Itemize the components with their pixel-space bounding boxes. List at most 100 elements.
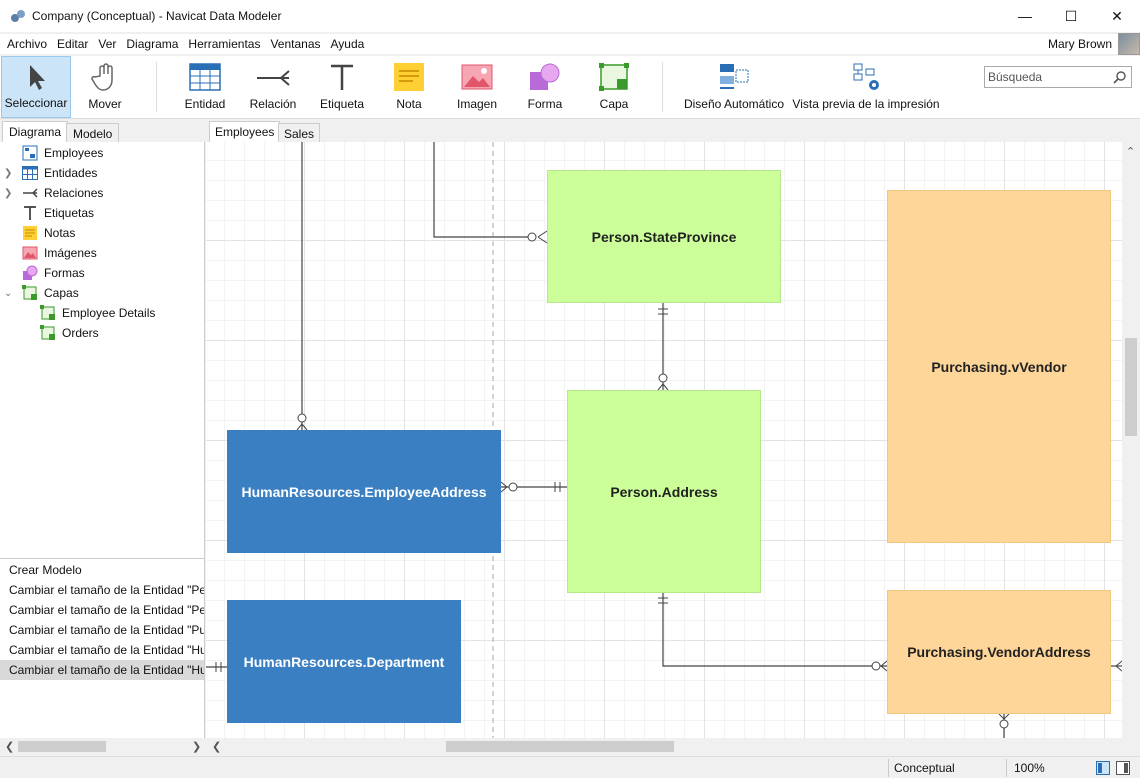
entity-person-stateprovince[interactable]: Person.StateProvince xyxy=(547,170,781,303)
toolbar-separator xyxy=(662,62,663,112)
chevron-right-icon[interactable]: ❯ xyxy=(4,187,13,199)
select-tool-button[interactable]: Seleccionar xyxy=(1,56,71,118)
menu-ventanas[interactable]: Ventanas xyxy=(270,37,321,51)
menu-diagrama[interactable]: Diagrama xyxy=(126,37,179,51)
title-bar: Company (Conceptual) - Navicat Data Mode… xyxy=(0,0,1140,32)
tab-model[interactable]: Modelo xyxy=(66,123,120,143)
picture-icon xyxy=(461,64,493,90)
history-item-selected[interactable]: Cambiar el tamaño de la Entidad "Hu xyxy=(0,660,204,680)
label-tool-button[interactable]: Etiqueta xyxy=(314,56,370,118)
tree-item-shapes[interactable]: Formas xyxy=(0,263,85,283)
user-name: Mary Brown xyxy=(1047,37,1112,51)
scroll-up-arrow-icon[interactable]: ⌃ xyxy=(1126,146,1136,158)
toolbar-separator xyxy=(156,62,157,112)
auto-layout-button[interactable]: Diseño Automático xyxy=(680,56,788,118)
layer-icon xyxy=(599,63,629,91)
text-t-icon xyxy=(331,64,353,90)
tree-item-entities[interactable]: ❯ Entidades xyxy=(0,163,97,183)
entity-tool-label: Entidad xyxy=(184,97,226,111)
auto-layout-icon xyxy=(720,64,749,89)
sticky-note-icon xyxy=(23,226,37,240)
scrollbar-thumb[interactable] xyxy=(18,741,106,752)
diagram-canvas[interactable]: Person.StateProvince Purchasing.vVendor … xyxy=(206,142,1122,738)
left-horizontal-scrollbar[interactable]: ❮ ❯ xyxy=(0,738,205,755)
entity-label: Purchasing.vVendor xyxy=(931,358,1067,375)
relation-tool-button[interactable]: Relación xyxy=(244,56,302,118)
history-item[interactable]: Cambiar el tamaño de la Entidad "Pu xyxy=(9,623,205,637)
tab-sales[interactable]: Sales xyxy=(278,123,321,143)
tab-diagram[interactable]: Diagrama xyxy=(2,121,69,143)
move-tool-button[interactable]: Mover xyxy=(72,56,138,118)
canvas-horizontal-scrollbar[interactable]: ❮ xyxy=(206,738,1122,755)
entity-tool-button[interactable]: Entidad xyxy=(178,56,232,118)
shape-tool-label: Forma xyxy=(527,97,563,111)
tree-label-relations: Relaciones xyxy=(44,186,104,200)
tree-item-employees[interactable]: Employees xyxy=(0,143,103,163)
scrollbar-thumb[interactable] xyxy=(1125,338,1137,436)
menu-bar: Archivo Editar Ver Diagrama Herramientas… xyxy=(0,34,1140,54)
search-icon[interactable] xyxy=(1113,70,1127,84)
shape-tool-button[interactable]: Forma xyxy=(522,56,568,118)
chevron-right-icon[interactable]: ❯ xyxy=(4,167,13,179)
entity-purchasing-vendoraddress[interactable]: Purchasing.VendorAddress xyxy=(887,590,1111,714)
entity-humanresources-employeeaddress[interactable]: HumanResources.EmployeeAddress xyxy=(227,430,501,553)
canvas-vertical-scrollbar[interactable]: ⌃ xyxy=(1122,142,1140,738)
menu-ayuda[interactable]: Ayuda xyxy=(330,37,365,51)
entity-purchasing-vvendor[interactable]: Purchasing.vVendor xyxy=(887,190,1111,543)
tree-label-orders: Orders xyxy=(62,326,99,340)
menu-herramientas[interactable]: Herramientas xyxy=(188,37,261,51)
chevron-down-icon[interactable]: ⌄ xyxy=(4,287,13,299)
tree-item-layers[interactable]: ⌄ Capas xyxy=(0,283,79,303)
entity-label: HumanResources.EmployeeAddress xyxy=(241,483,487,500)
print-preview-button[interactable]: Vista previa de la impresión xyxy=(792,56,940,118)
layout-view-icon[interactable] xyxy=(1096,761,1110,775)
picture-icon xyxy=(22,246,38,260)
history-item[interactable]: Cambiar el tamaño de la Entidad "Per xyxy=(9,603,205,617)
scroll-left-arrow-icon[interactable]: ❮ xyxy=(212,741,222,753)
menu-editar[interactable]: Editar xyxy=(57,37,89,51)
tree-label-employees: Employees xyxy=(44,146,104,160)
tree-label-notes: Notas xyxy=(44,226,76,240)
minimize-button[interactable]: — xyxy=(1018,8,1032,24)
note-tool-button[interactable]: Nota xyxy=(386,56,432,118)
menu-archivo[interactable]: Archivo xyxy=(7,37,48,51)
tree-item-orders[interactable]: Orders xyxy=(18,323,99,343)
menu-ver[interactable]: Ver xyxy=(98,37,117,51)
scroll-left-arrow-icon[interactable]: ❮ xyxy=(5,741,15,753)
tree-item-labels[interactable]: Etiquetas xyxy=(0,203,94,223)
search-input[interactable]: Búsqueda xyxy=(984,66,1132,88)
layer-tool-button[interactable]: Capa xyxy=(592,56,636,118)
tree-label-employee-details: Employee Details xyxy=(62,306,156,320)
history-item[interactable]: Cambiar el tamaño de la Entidad "Per xyxy=(9,583,205,597)
entity-label: Purchasing.VendorAddress xyxy=(907,644,1091,660)
tab-employees[interactable]: Employees xyxy=(209,121,281,143)
scroll-right-arrow-icon[interactable]: ❯ xyxy=(192,741,202,753)
status-separator xyxy=(1006,759,1007,777)
tree-item-images[interactable]: Imágenes xyxy=(0,243,97,263)
history-item[interactable]: Cambiar el tamaño de la Entidad "Hu xyxy=(9,643,205,657)
image-tool-button[interactable]: Imagen xyxy=(452,56,502,118)
sticky-note-icon xyxy=(394,63,424,91)
layer-icon xyxy=(40,305,55,320)
maximize-button[interactable]: ☐ xyxy=(1064,7,1078,24)
hand-icon xyxy=(91,63,113,91)
entity-person-address[interactable]: Person.Address xyxy=(567,390,761,593)
entity-label: Person.StateProvince xyxy=(591,228,737,245)
diagram-icon xyxy=(22,145,38,161)
history-item[interactable]: Crear Modelo xyxy=(9,563,82,577)
tree-item-employee-details[interactable]: Employee Details xyxy=(18,303,155,323)
close-button[interactable]: ✕ xyxy=(1111,7,1123,24)
entity-label: HumanResources.Department xyxy=(243,653,445,670)
status-separator xyxy=(888,759,889,777)
scrollbar-thumb[interactable] xyxy=(446,741,674,752)
avatar[interactable] xyxy=(1118,33,1140,55)
tree-item-relations[interactable]: ❯ Relaciones xyxy=(0,183,103,203)
user-account[interactable]: Mary Brown xyxy=(1048,32,1140,56)
split-view-icon[interactable] xyxy=(1116,761,1130,775)
print-preview-icon xyxy=(853,63,879,90)
cursor-arrow-icon xyxy=(30,65,45,90)
entity-humanresources-department[interactable]: HumanResources.Department xyxy=(227,600,461,723)
diagram-tabs: Employees Sales xyxy=(205,121,1140,143)
status-zoom[interactable]: 100% xyxy=(1014,761,1045,775)
tree-item-notes[interactable]: Notas xyxy=(0,223,75,243)
